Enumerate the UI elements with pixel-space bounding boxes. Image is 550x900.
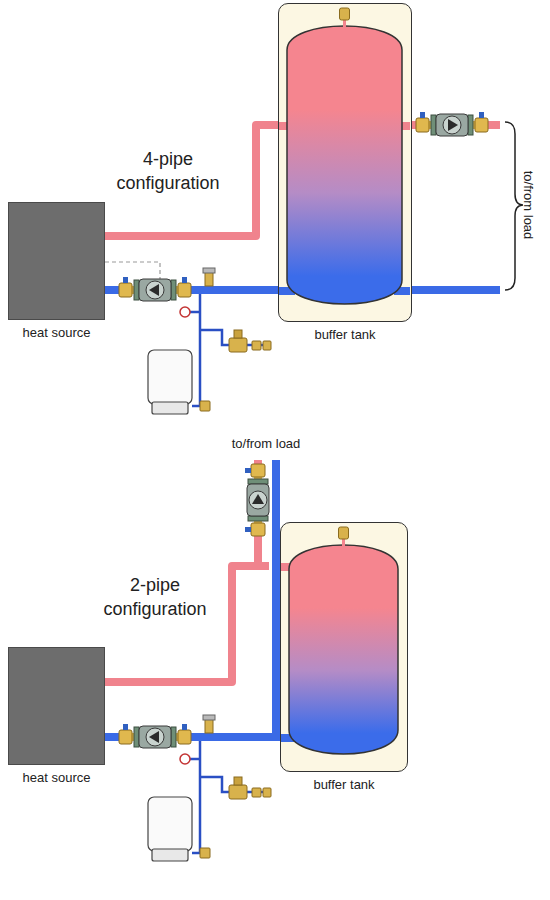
- circulator: [416, 112, 488, 136]
- node-label: buffer tank: [313, 777, 374, 793]
- expansion-trim: [119, 715, 271, 861]
- bracket: [505, 122, 523, 290]
- tank-vessel: [289, 545, 398, 754]
- buffer-tank: buffer tank: [278, 3, 412, 322]
- air-vent: [339, 527, 349, 539]
- node-label: heat source: [23, 770, 91, 786]
- heat-source: heat source: [8, 647, 105, 765]
- air-vent: [340, 8, 350, 20]
- tank-vessel: [287, 26, 402, 304]
- load-return-pipe: [410, 286, 500, 294]
- node-label: buffer tank: [314, 327, 375, 343]
- configuration-title: 4-pipe configuration: [103, 147, 233, 195]
- load-label: to/from load: [520, 171, 536, 240]
- tank-shell: [279, 4, 410, 320]
- tank-shell: [281, 523, 406, 770]
- heat-source: heat source: [8, 202, 105, 320]
- load-return-pipe: [272, 460, 280, 737]
- configuration-title: 2-pipe configuration: [90, 573, 220, 621]
- expansion-trim: [119, 268, 271, 414]
- buffer-tank: buffer tank: [280, 522, 408, 772]
- load-label: to/from load: [232, 436, 301, 452]
- node-label: heat source: [23, 325, 91, 341]
- control-wire: [105, 262, 160, 279]
- circulator: [245, 464, 269, 536]
